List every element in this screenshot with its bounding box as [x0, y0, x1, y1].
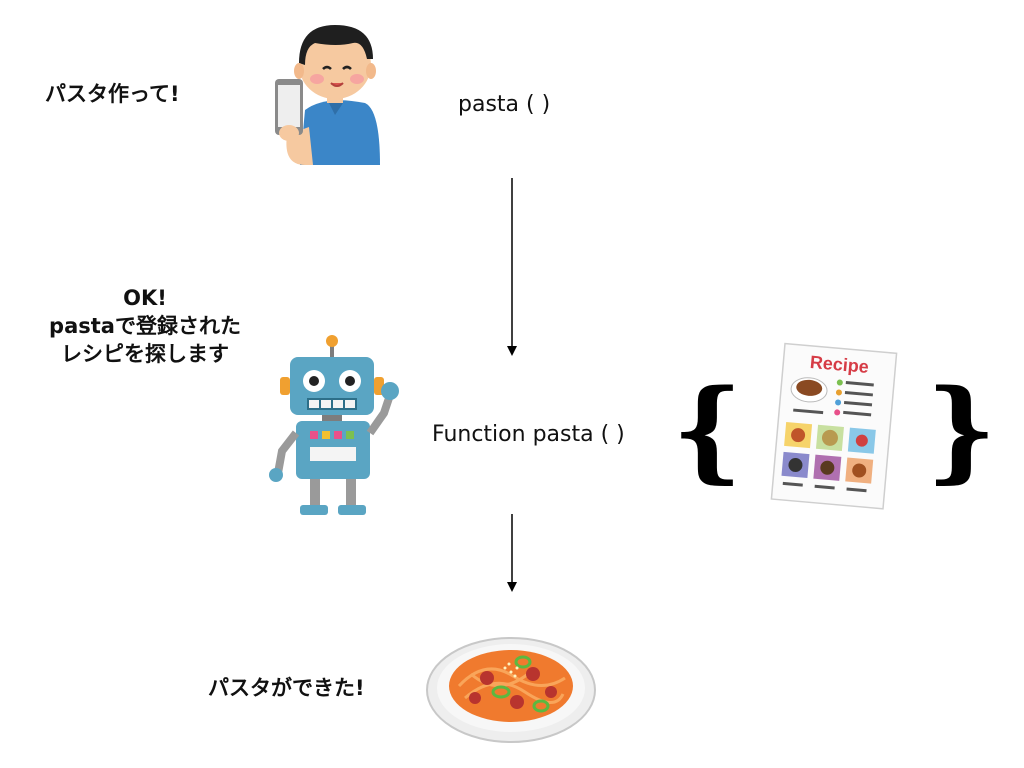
close-brace: }: [926, 365, 997, 494]
result-text: パスタができた!: [208, 676, 365, 700]
robot-icon: [269, 335, 399, 515]
open-brace: {: [672, 365, 743, 494]
robot-response-line-1: OK!: [123, 286, 167, 310]
arrow-down-2: [507, 514, 517, 592]
pasta-dish-icon: [426, 637, 596, 743]
user-request-text: パスタ作って!: [45, 82, 180, 106]
person-with-phone-icon: [275, 25, 380, 165]
robot-response-line-2: pastaで登録された: [49, 314, 241, 338]
arrow-down-1: [507, 178, 517, 356]
pasta-call-label: pasta ( ): [458, 92, 551, 117]
robot-response: OK! pastaで登録された レシピを探します: [30, 284, 260, 368]
function-pasta-label: Function pasta ( ): [432, 422, 625, 447]
recipe-card-icon: Recipe: [770, 342, 898, 510]
robot-response-line-3: レシピを探します: [61, 342, 229, 366]
